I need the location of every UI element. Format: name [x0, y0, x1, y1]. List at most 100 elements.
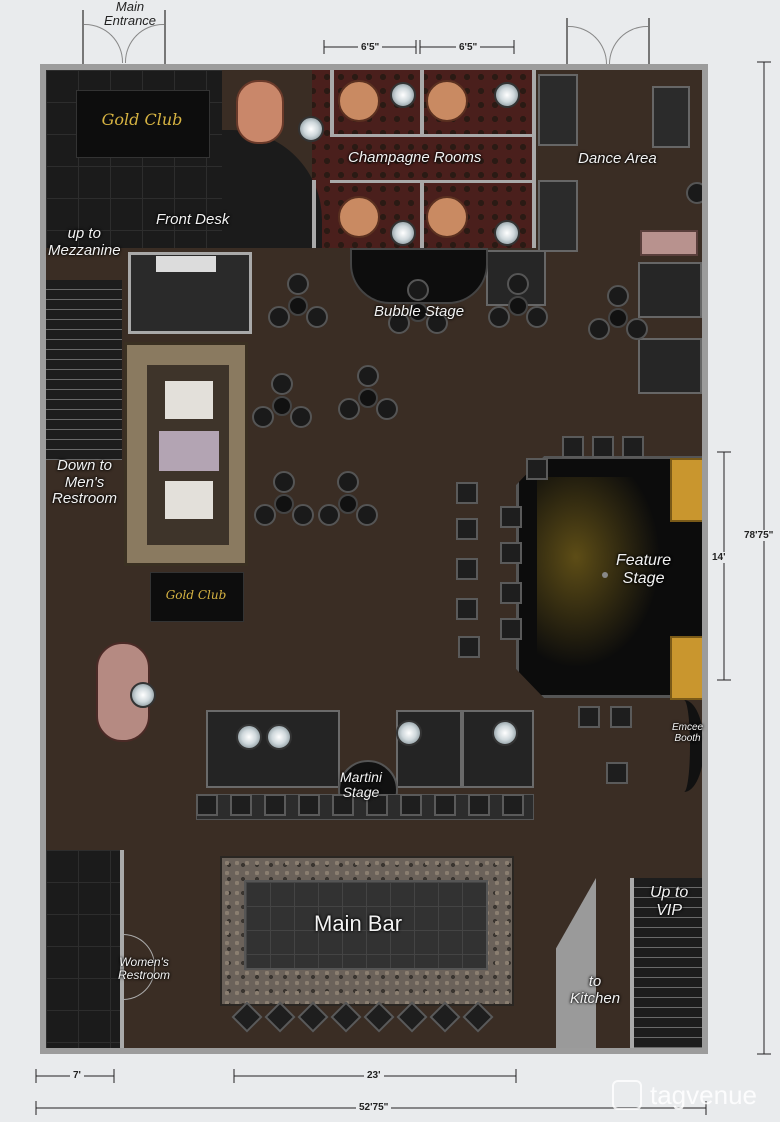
martini-stage-label: Martini Stage: [340, 769, 383, 801]
chair: [306, 306, 328, 328]
stage-gold-pad: [670, 458, 702, 522]
emcee-booth: [674, 700, 702, 792]
chair: [252, 406, 274, 428]
champagne-sofa: [236, 80, 284, 144]
champagne-rooms-label: Champagne Rooms: [348, 149, 482, 166]
chair: [526, 306, 548, 328]
pink-sofa-table: [130, 682, 156, 708]
stage-center-point: [602, 572, 608, 578]
corner-seat: [486, 250, 546, 306]
chair: [376, 398, 398, 420]
dance-area-label: Dance Area: [578, 150, 657, 167]
chair: [562, 436, 584, 458]
dim-total-length: 78'75": [744, 530, 774, 541]
corner-seat: [638, 338, 702, 394]
cocktail-table: [608, 308, 628, 328]
front-desk-label: Front Desk: [156, 211, 230, 228]
pink-bench: [640, 230, 698, 256]
kitchen-label: to Kitchen: [570, 973, 621, 1007]
dim-champagne-2: 6'5": [456, 42, 481, 53]
chair: [273, 471, 295, 493]
stairs-to-vip: [634, 878, 702, 1048]
chair: [357, 365, 379, 387]
booth-sofa: [124, 342, 248, 566]
chair: [268, 306, 290, 328]
bar-stool: [196, 794, 218, 816]
feature-stage-label: Feature Stage: [616, 552, 672, 587]
bar-stool: [400, 794, 422, 816]
chair: [456, 518, 478, 540]
dim-bar-width: 23': [364, 1070, 384, 1081]
stage-gold-pad: [670, 636, 702, 700]
chair: [488, 306, 510, 328]
chair: [500, 506, 522, 528]
dance-area-sofa: [538, 74, 578, 146]
chair: [526, 458, 548, 480]
champagne-table: [494, 82, 520, 108]
chair: [507, 273, 529, 295]
chair: [290, 406, 312, 428]
champagne-table: [298, 116, 324, 142]
chair: [292, 504, 314, 526]
cocktail-table: [288, 296, 308, 316]
side-entrance-door: [566, 18, 650, 65]
chair: [456, 558, 478, 580]
chair: [337, 471, 359, 493]
cocktail-table: [274, 494, 294, 514]
gold-club-logo: Gold Club: [101, 110, 183, 129]
chair: [607, 285, 629, 307]
chair: [588, 318, 610, 340]
main-bar: [220, 856, 514, 1006]
chair: [271, 373, 293, 395]
floor-plan: Gold Club Gold Club: [40, 64, 708, 1054]
champagne-table: [390, 220, 416, 246]
dance-area-sofa: [538, 180, 578, 252]
chair: [500, 542, 522, 564]
chair: [626, 318, 648, 340]
cocktail-table: [508, 296, 528, 316]
chair: [458, 636, 480, 658]
gold-club-logo-rug: [150, 572, 244, 622]
main-entrance-label: Main Entrance: [104, 0, 157, 29]
cocktail-table: [338, 494, 358, 514]
chair: [622, 436, 644, 458]
chair: [407, 279, 429, 301]
bar-stool: [230, 794, 252, 816]
gold-club-logo-mat: [76, 90, 210, 158]
womens-restroom-label: Women's Restroom: [118, 955, 171, 983]
champagne-chair: [338, 196, 380, 238]
corner-seat: [638, 262, 702, 318]
dim-total-width: 52'75": [356, 1102, 392, 1113]
cocktail-table: [358, 388, 378, 408]
chair: [356, 504, 378, 526]
chair: [318, 504, 340, 526]
chair: [388, 312, 410, 334]
chair: [456, 598, 478, 620]
chair: [287, 273, 309, 295]
bar-stool: [298, 794, 320, 816]
mezzanine-label: up to Mezzanine: [48, 225, 121, 259]
champagne-table: [494, 220, 520, 246]
dim-champagne-1: 6'5": [358, 42, 383, 53]
chair: [426, 312, 448, 334]
dim-restroom-width: 7': [70, 1070, 84, 1081]
bar-stool: [468, 794, 490, 816]
chair: [578, 706, 600, 728]
chair: [500, 582, 522, 604]
chair: [610, 706, 632, 728]
bar-stool: [434, 794, 456, 816]
champagne-table: [390, 82, 416, 108]
chair: [338, 398, 360, 420]
bar-stool: [502, 794, 524, 816]
mens-restroom-label: Down to Men's Restroom: [52, 457, 118, 507]
champagne-chair: [426, 196, 468, 238]
watermark-logo-icon: [612, 1080, 642, 1110]
dim-stage-width: 14': [712, 552, 726, 563]
champagne-chair: [338, 80, 380, 122]
gold-club-logo-small: Gold Club: [165, 588, 227, 602]
chair: [456, 482, 478, 504]
chair: [592, 436, 614, 458]
chair: [254, 504, 276, 526]
bubble-stage-label: Bubble Stage: [374, 303, 465, 320]
